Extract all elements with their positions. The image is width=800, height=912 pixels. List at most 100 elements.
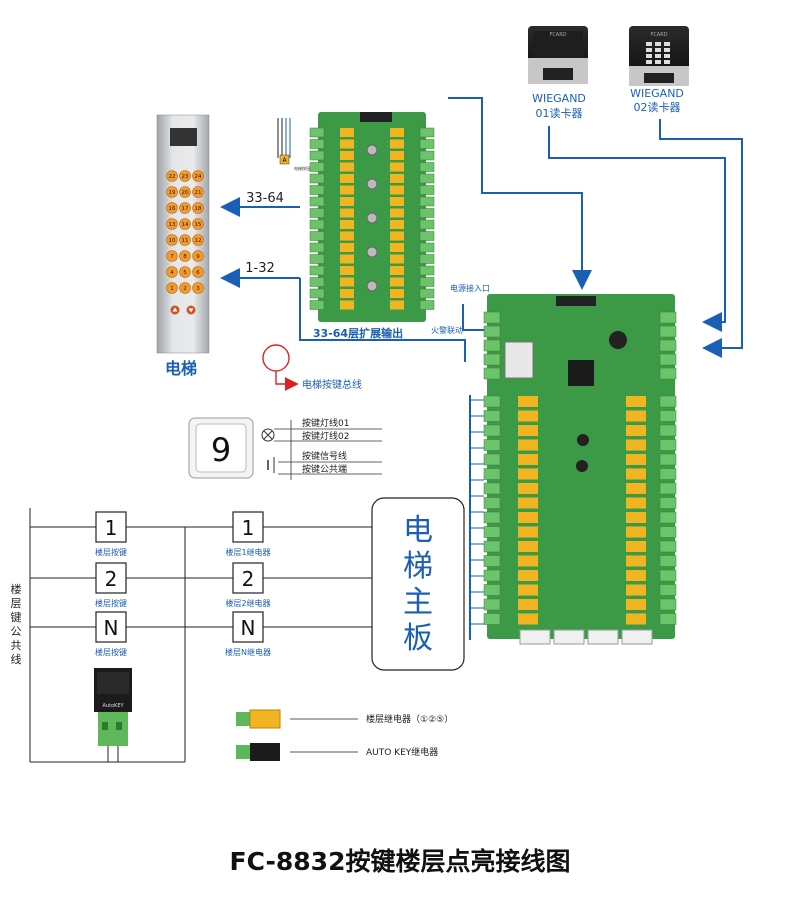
terminal-block: [419, 150, 435, 161]
svg-text:A: A: [282, 157, 287, 164]
terminal-block: [309, 139, 325, 149]
elevator-button-label: 12: [195, 238, 202, 244]
relay: [518, 584, 538, 596]
elevator-floor-button: 10: [166, 234, 178, 246]
keypad-key: [655, 42, 661, 46]
terminal-block: [483, 367, 501, 380]
floor-key-label: 楼层按键: [95, 598, 127, 608]
relay: [340, 139, 354, 149]
terminal-block: [483, 325, 501, 338]
terminal-block: [419, 277, 435, 287]
terminal-block: [419, 254, 435, 264]
autokey-module-text: AutoKEY: [102, 703, 124, 709]
elevator-floor-button: 22: [166, 170, 178, 182]
terminal-block: [309, 185, 325, 195]
relay: [340, 277, 354, 287]
terminal-block: [483, 311, 501, 324]
bus-connector: [621, 629, 653, 645]
terminal-block: [659, 311, 677, 324]
relay: [390, 300, 404, 310]
relay: [518, 410, 538, 422]
terminal-block: [483, 540, 501, 553]
elevator-floor-button: 4: [166, 266, 178, 278]
bus-connector: [587, 629, 619, 645]
expansion-board: [309, 112, 435, 322]
common-line-char-5: 共: [11, 639, 22, 652]
wire-label-common: 按键公共端: [302, 463, 347, 475]
relay: [626, 613, 646, 625]
terminal-block: [483, 555, 501, 567]
keypad-key: [655, 54, 661, 58]
relay: [518, 497, 538, 509]
relay: [390, 231, 404, 241]
floor-relay-label: 楼层2继电器: [225, 598, 270, 608]
terminal-block: [659, 584, 677, 596]
board-link-ticks: [470, 399, 484, 625]
keypad-key: [664, 42, 670, 46]
terminal-block: [659, 555, 677, 567]
floor-key-symbol: N: [104, 616, 119, 640]
floor-wiring: [29, 508, 372, 763]
elevator-floor-button: 15: [192, 218, 204, 230]
elevator-floor-button: 18: [192, 202, 204, 214]
relay: [340, 208, 354, 218]
elevator-floor-button: 7: [166, 250, 178, 262]
reader1-line1: WIEGAND: [532, 92, 586, 105]
relay: [518, 541, 538, 552]
terminal-block: [659, 526, 677, 538]
wiegand-reader-01: FCARD: [528, 26, 588, 84]
relay: [518, 570, 538, 581]
floor-relay-symbol: 2: [242, 567, 255, 591]
terminal-block: [659, 613, 677, 625]
button-9-detail: 9: [188, 417, 382, 480]
terminal-block: [659, 569, 677, 582]
relay: [518, 483, 538, 494]
floor-key-label: 楼层按键: [95, 647, 127, 657]
wiegand-reader-02: FCARD: [629, 26, 689, 86]
terminal-block: [483, 439, 501, 451]
elevator-floor-button: 8: [179, 250, 191, 262]
common-line-char-4: 公: [11, 625, 22, 638]
relay: [626, 439, 646, 451]
relay: [390, 128, 404, 137]
terminal-block: [483, 339, 501, 352]
reader-brand: FCARD: [549, 32, 566, 38]
elevator-floor-button: 23: [179, 170, 191, 182]
connection-arrows: [220, 97, 743, 640]
terminal-block: [419, 185, 435, 195]
terminal-block: [659, 353, 677, 366]
terminal-block: [309, 231, 325, 241]
terminal-block: [659, 339, 677, 352]
relay: [626, 483, 646, 494]
relay: [390, 266, 404, 275]
terminal-block: [483, 353, 501, 366]
floor-key-label: 楼层按键: [95, 547, 127, 557]
relay: [518, 439, 538, 451]
terminal-block: [419, 127, 435, 138]
relay: [390, 243, 404, 252]
fire-link-label: 火警联动: [431, 325, 463, 335]
relay: [390, 151, 404, 160]
relay: [390, 174, 404, 183]
elevator-floor-button: 11: [179, 234, 191, 246]
diagram-title: FC-8832按键楼层点亮接线图: [230, 847, 571, 876]
elevator-floor-button: 14: [179, 218, 191, 230]
relay: [626, 555, 646, 567]
terminal-block: [659, 367, 677, 380]
capacitor: [366, 246, 378, 258]
relay: [626, 541, 646, 552]
terminal-block: [659, 511, 677, 524]
relay: [390, 197, 404, 206]
elevator-floor-button: 2: [179, 282, 191, 294]
terminal-block: [483, 511, 501, 524]
elevator-button-label: 3: [196, 286, 200, 292]
terminal-block: [419, 231, 435, 241]
terminal-block: [309, 277, 325, 287]
elevator-button-label: 15: [195, 222, 202, 228]
reader-brand: FCARD: [650, 32, 667, 38]
terminal-block: [483, 395, 501, 408]
terminal-block: [309, 127, 325, 138]
terminal-block: [483, 497, 501, 509]
common-line-char-6: 线: [11, 652, 22, 666]
